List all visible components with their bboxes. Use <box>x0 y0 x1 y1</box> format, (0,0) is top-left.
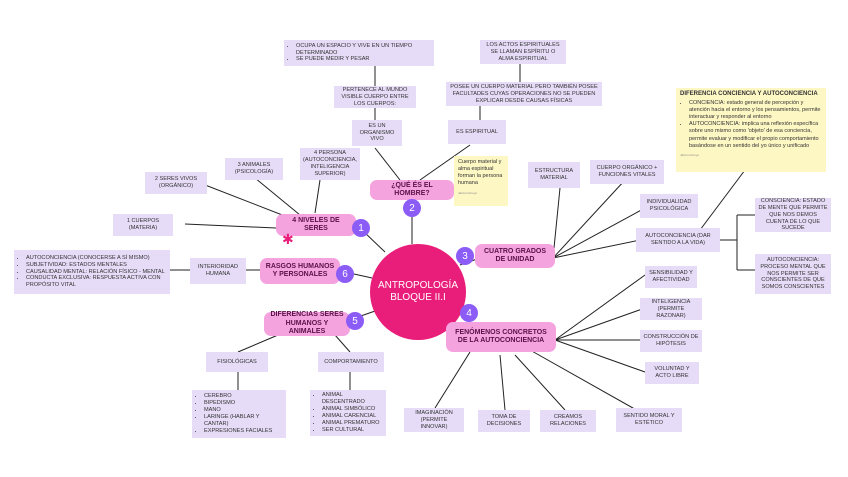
organismo-vivo: ES UN ORGANISMO VIVO <box>352 120 402 146</box>
rasgo-item: CAUSALIDAD MENTAL: RELACIÓN FÍSICO - MEN… <box>26 269 167 276</box>
diferencia-note-title: DIFERENCIA CONCIENCIA Y AUTOCONCIENCIA <box>680 91 818 97</box>
rasgo-item: SUBJETIVIDAD: ESTADOS MENTALES <box>26 262 167 269</box>
rasgo-item: AUTOCONCIENCIA (CONOCERSE A SÍ MISMO) <box>26 255 167 262</box>
hombre-note-text: Cuerpo material y alma espiritual forman… <box>458 159 503 187</box>
comportamiento-list: ANIMAL DESCENTRADO ANIMAL SIMBÓLICO ANIM… <box>310 390 386 436</box>
branch-rasgos-label: RASGOS HUMANOS Y PERSONALES <box>265 262 335 278</box>
rasgo-item: CONDUCTA EXCLUSIVA: RESPUESTA ACTIVA CON… <box>26 275 167 289</box>
actos-espirituales: LOS ACTOS ESPIRITUALES SE LLAMAN ESPÍRIT… <box>480 40 566 64</box>
central-topic-line2: BLOQUE II.I <box>390 292 446 303</box>
espacio-tiempo-list: OCUPA UN ESPACIO Y VIVE EN UN TIEMPO DET… <box>284 40 434 66</box>
branch-hombre-label: ¿QUÉ ÉS EL HOMBRE? <box>391 181 433 197</box>
interioridad-humana: INTERIORIDAD HUMANA <box>190 258 246 284</box>
comportamiento-item: ANIMAL CARENCIAL <box>322 413 383 420</box>
central-topic-line1: ANTROPOLOGÍA <box>377 279 458 291</box>
branch-que-es-el-hombre: ¿QUÉ ÉS EL HOMBRE? <box>370 180 454 200</box>
fenomeno-sentido-moral: SENTIDO MORAL Y ESTÉTICO <box>616 408 682 432</box>
es-espiritual: ES ESPIRITUAL <box>448 120 506 144</box>
hombre-note-signature: Jazmin Arroyo <box>458 190 478 195</box>
fisiologica-item: LARINGE (HABLAR Y CANTAR) <box>204 414 283 428</box>
fisiologicas-list: CEREBRO BIPEDISMO MANO LARINGE (HABLAR Y… <box>192 390 286 438</box>
fenomeno-relaciones: CREAMOS RELACIONES <box>540 410 596 432</box>
fisiologica-item: CEREBRO <box>204 393 283 400</box>
conciencia-definicion: CONSCIENCIA: ESTADO DE MENTE QUE PERMITE… <box>755 198 831 232</box>
branch-diferencias: DIFERENCIAS SERES HUMANOS Y ANIMALES <box>264 311 350 336</box>
number-badge-5: 5 <box>346 312 364 330</box>
star-icon: ✱ <box>282 231 294 247</box>
diferencias-comportamiento: COMPORTAMIENTO <box>318 352 384 372</box>
fisiologica-item: MANO <box>204 407 283 414</box>
fisiologica-item: EXPRESIONES FACIALES <box>204 428 283 435</box>
autoconciencia-definicion: AUTOCONCIENCIA: PROCESO MENTAL QUE NOS P… <box>755 254 831 294</box>
branch-fenomenos: FENÓMENOS CONCRETOS DE LA AUTOCONCIENCIA <box>446 322 556 352</box>
diferencia-note-item: AUTOCONCIENCIA: implica una reflexión es… <box>689 121 822 150</box>
branch-niveles: 4 NIVELES DE SERES <box>276 214 356 236</box>
fenomeno-inteligencia: INTELIGENCIA (PERMITE RAZONAR) <box>640 298 702 320</box>
nivel-seres-vivos: 2 SERES VIVOS (ORGÁNICO) <box>145 172 207 194</box>
rasgos-list: AUTOCONCIENCIA (CONOCERSE A SÍ MISMO) SU… <box>14 250 170 294</box>
fenomeno-decisiones: TOMA DE DECISIONES <box>478 410 530 432</box>
autoconciencia-sentido: AUTOCONCIENCIA (DAR SENTIDO A LA VIDA) <box>636 228 720 252</box>
espacio-item: SE PUEDE MEDIR Y PESAR <box>296 56 431 63</box>
branch-diferencias-label: DIFERENCIAS SERES HUMANOS Y ANIMALES <box>270 311 344 336</box>
cuerpo-organico: CUERPO ORGÁNICO + FUNCIONES VITALES <box>590 160 664 184</box>
fisiologica-item: BIPEDISMO <box>204 400 283 407</box>
comportamiento-item: ANIMAL PREMATURO <box>322 420 383 427</box>
comportamiento-item: ANIMAL DESCENTRADO <box>322 392 383 406</box>
diferencia-note-signature: Jazmin Arroyo <box>680 152 700 157</box>
fenomeno-imaginacion: IMAGINACIÓN (PERMITE INNOVAR) <box>404 408 464 432</box>
individualidad-psicologica: INDIVIDUALIDAD PSICOLÓGICA <box>640 194 698 218</box>
branch-fenomenos-label: FENÓMENOS CONCRETOS DE LA AUTOCONCIENCIA <box>455 328 547 344</box>
nivel-persona: 4 PERSONA (AUTOCONCIENCIA, INTELIGENCIA … <box>300 148 360 180</box>
number-badge-4: 4 <box>460 304 478 322</box>
number-badge-1: 1 <box>352 219 370 237</box>
pertenece-mundo-visible: PERTENECE AL MUNDO VISIBLE CUERPO ENTRE … <box>334 86 416 108</box>
fenomeno-hipotesis: CONSTRUCCIÓN DE HIPÓTESIS <box>640 330 702 352</box>
espacio-item: OCUPA UN ESPACIO Y VIVE EN UN TIEMPO DET… <box>296 43 431 57</box>
nivel-cuerpos: 1 CUERPOS (MATERIA) <box>113 214 173 236</box>
number-badge-2: 2 <box>403 199 421 217</box>
comportamiento-item: SER CULTURAL <box>322 427 383 434</box>
diferencias-fisiologicas: FISIOLÓGICAS <box>206 352 268 372</box>
hombre-sticky-note: Cuerpo material y alma espiritual forman… <box>454 156 508 206</box>
diferencia-note-item: CONCIENCIA: estado general de percepción… <box>689 100 822 121</box>
comportamiento-item: ANIMAL SIMBÓLICO <box>322 406 383 413</box>
diferencia-sticky-note: DIFERENCIA CONCIENCIA Y AUTOCONCIENCIA C… <box>676 88 826 172</box>
branch-niveles-label: 4 NIVELES DE SERES <box>292 216 340 232</box>
estructura-material: ESTRUCTURA MATERIAL <box>528 162 580 188</box>
posee-cuerpo-material: POSEE UN CUERPO MATERIAL PERO TAMBIÉN PO… <box>446 82 602 106</box>
number-badge-3: 3 <box>456 247 474 265</box>
branch-grados-label: CUATRO GRADOS DE UNIDAD <box>483 247 547 263</box>
number-badge-6: 6 <box>336 265 354 283</box>
fenomeno-voluntad: VOLUNTAD Y ACTO LIBRE <box>645 362 699 384</box>
branch-rasgos: RASGOS HUMANOS Y PERSONALES <box>260 258 340 284</box>
branch-grados-unidad: CUATRO GRADOS DE UNIDAD <box>475 244 555 268</box>
fenomeno-sensibilidad: SENSIBILIDAD Y AFECTIVIDAD <box>645 266 697 288</box>
nivel-animales: 3 ANIMALES (PSICOLOGÍA) <box>225 158 283 180</box>
